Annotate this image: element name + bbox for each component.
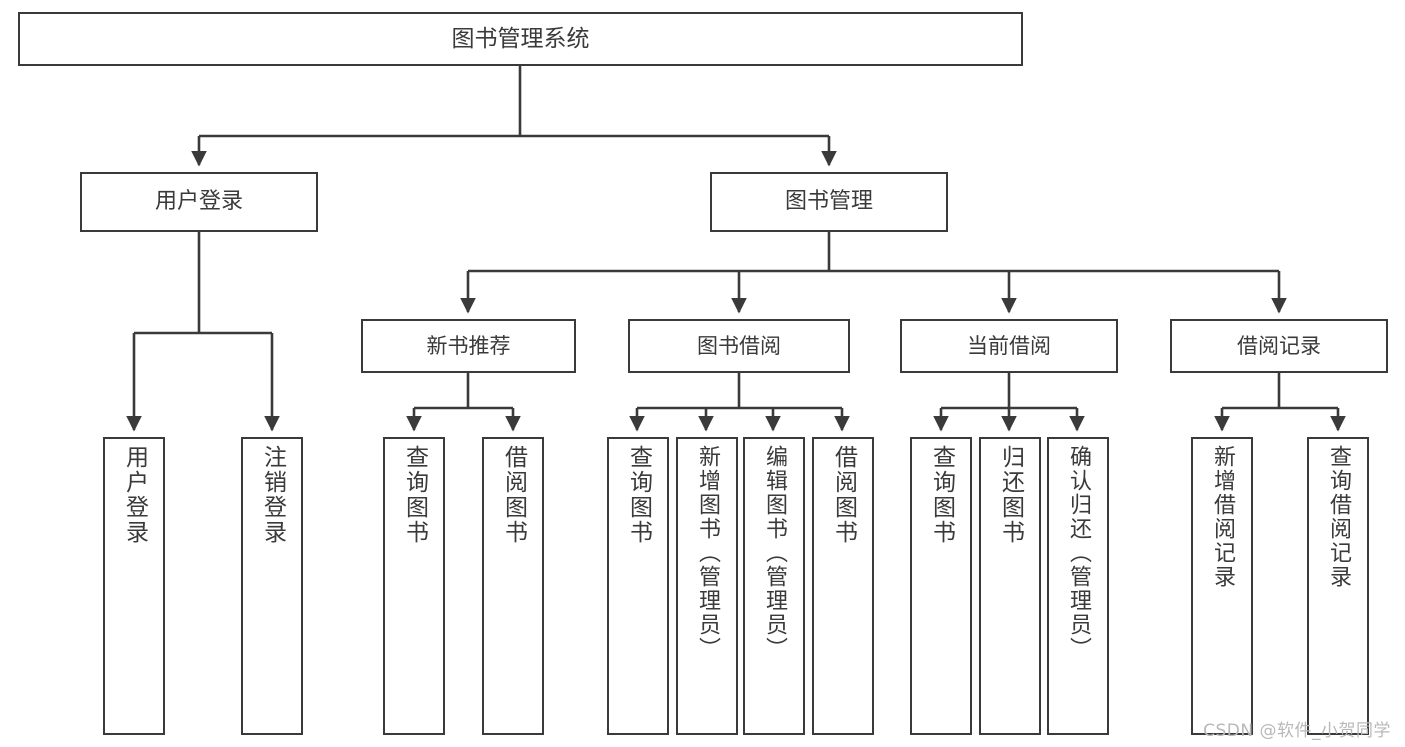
node-label: 借阅记录 xyxy=(1237,333,1321,358)
leaf-recommend-query-book[interactable]: 查询图书 xyxy=(383,437,445,735)
node-label: 用户登录 xyxy=(154,189,243,215)
node-label: 新增借阅记录 xyxy=(1210,445,1235,589)
node-label: 借阅图书 xyxy=(500,445,527,545)
node-label: 查询图书 xyxy=(401,445,428,545)
node-label: 归还图书 xyxy=(997,445,1024,545)
csdn-watermark: CSDN @软件_小贺同学 xyxy=(1203,721,1391,741)
node-root-system[interactable]: 图书管理系统 xyxy=(18,12,1023,66)
node-label: 图书管理 xyxy=(784,189,873,215)
leaf-borrow-edit-book-admin[interactable]: 编辑图书（管理员） xyxy=(743,437,805,735)
node-label: 查询借阅记录 xyxy=(1326,445,1351,589)
node-new-book-recommend[interactable]: 新书推荐 xyxy=(361,319,576,373)
node-label: 编辑图书（管理员） xyxy=(762,445,787,661)
leaf-recommend-borrow-book[interactable]: 借阅图书 xyxy=(482,437,544,735)
node-label: 查询图书 xyxy=(625,445,652,545)
leaf-borrow-borrow-book[interactable]: 借阅图书 xyxy=(812,437,874,735)
leaf-user-login-signin[interactable]: 用户登录 xyxy=(103,437,165,735)
leaf-current-return-book[interactable]: 归还图书 xyxy=(979,437,1041,735)
node-book-borrow[interactable]: 图书借阅 xyxy=(628,319,850,373)
node-borrow-records[interactable]: 借阅记录 xyxy=(1170,319,1388,373)
leaf-current-confirm-return-admin[interactable]: 确认归还（管理员） xyxy=(1047,437,1109,735)
node-label: 图书管理系统 xyxy=(451,25,590,52)
node-label: 新增图书（管理员） xyxy=(695,445,720,661)
node-book-management[interactable]: 图书管理 xyxy=(710,172,948,232)
leaf-records-add-record[interactable]: 新增借阅记录 xyxy=(1191,437,1253,735)
leaf-user-login-signout[interactable]: 注销登录 xyxy=(241,437,303,735)
leaf-records-query-record[interactable]: 查询借阅记录 xyxy=(1307,437,1369,735)
leaf-current-query-book[interactable]: 查询图书 xyxy=(910,437,972,735)
node-label: 新书推荐 xyxy=(426,333,511,358)
leaf-borrow-query-book[interactable]: 查询图书 xyxy=(607,437,669,735)
node-user-login[interactable]: 用户登录 xyxy=(80,172,318,232)
node-label: 图书借阅 xyxy=(697,333,781,358)
node-label: 确认归还（管理员） xyxy=(1066,445,1091,661)
node-label: 查询图书 xyxy=(928,445,955,545)
node-label: 用户登录 xyxy=(121,445,148,545)
node-current-borrow[interactable]: 当前借阅 xyxy=(900,319,1118,373)
node-label: 注销登录 xyxy=(259,445,286,545)
leaf-borrow-add-book-admin[interactable]: 新增图书（管理员） xyxy=(676,437,738,735)
node-label: 借阅图书 xyxy=(830,445,857,545)
node-label: 当前借阅 xyxy=(967,333,1051,358)
